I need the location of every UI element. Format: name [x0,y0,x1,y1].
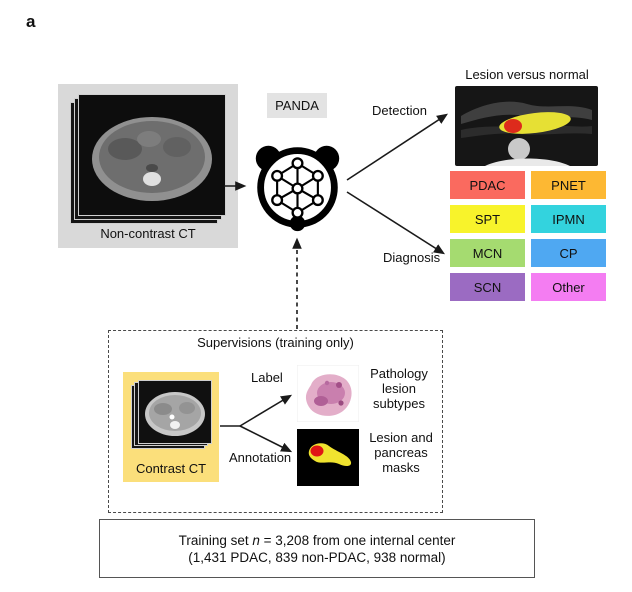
contrast-ct-image-stack [131,380,213,452]
noncontrast-ct-image-stack [70,94,230,226]
masks-image [297,429,359,486]
training-n-symbol: n [252,532,260,548]
supervisions-box: Supervisions (training only) Contrast CT… [108,330,443,513]
supervisions-title: Supervisions (training only) [197,335,354,350]
diagnosis-class-pnet: PNET [531,171,606,199]
contrast-ct-label: Contrast CT [135,461,207,477]
diagnosis-class-cp: CP [531,239,606,267]
training-line-1: Training set n = 3,208 from one internal… [179,533,456,548]
lesion-versus-normal-title: Lesion versus normal [465,67,589,82]
noncontrast-ct-image [78,94,226,216]
detection-result-image [455,86,598,166]
noncontrast-ct-block: Non-contrast CT [58,84,238,248]
diagnosis-class-ipmn: IPMN [531,205,606,233]
noncontrast-ct-label: Non-contrast CT [100,226,196,242]
pathology-caption: Pathology lesion subtypes [370,366,428,411]
diagnosis-class-scn: SCN [450,273,525,301]
arrow-panda-to-diagnosis [346,191,446,255]
pathology-image [297,365,359,422]
masks-caption: Lesion and pancreas masks [369,430,433,475]
panda-model-label: PANDA [267,93,327,118]
detection-arrow-label: Detection [370,103,429,119]
contrast-ct-block: Contrast CT [123,372,219,482]
panda-network-icon [255,145,340,232]
diagnosis-class-spt: SPT [450,205,525,233]
label-arrow-label: Label [249,370,285,386]
training-line1-prefix: Training set [178,532,253,548]
diagnosis-class-mcn: MCN [450,239,525,267]
training-line1-suffix: = 3,208 from one internal center [259,532,456,548]
arrow-panda-to-detection [346,113,449,181]
training-line-2: (1,431 PDAC, 839 non-PDAC, 938 normal) [188,549,446,565]
diagnosis-class-other: Other [531,273,606,301]
training-set-box: Training set n = 3,208 from one internal… [99,519,535,578]
annotation-arrow-label: Annotation [227,450,294,466]
diagnosis-class-pdac: PDAC [450,171,525,199]
contrast-ct-image [138,380,212,444]
panel-label: a [26,12,36,31]
diagnosis-arrow-label: Diagnosis [381,250,443,266]
